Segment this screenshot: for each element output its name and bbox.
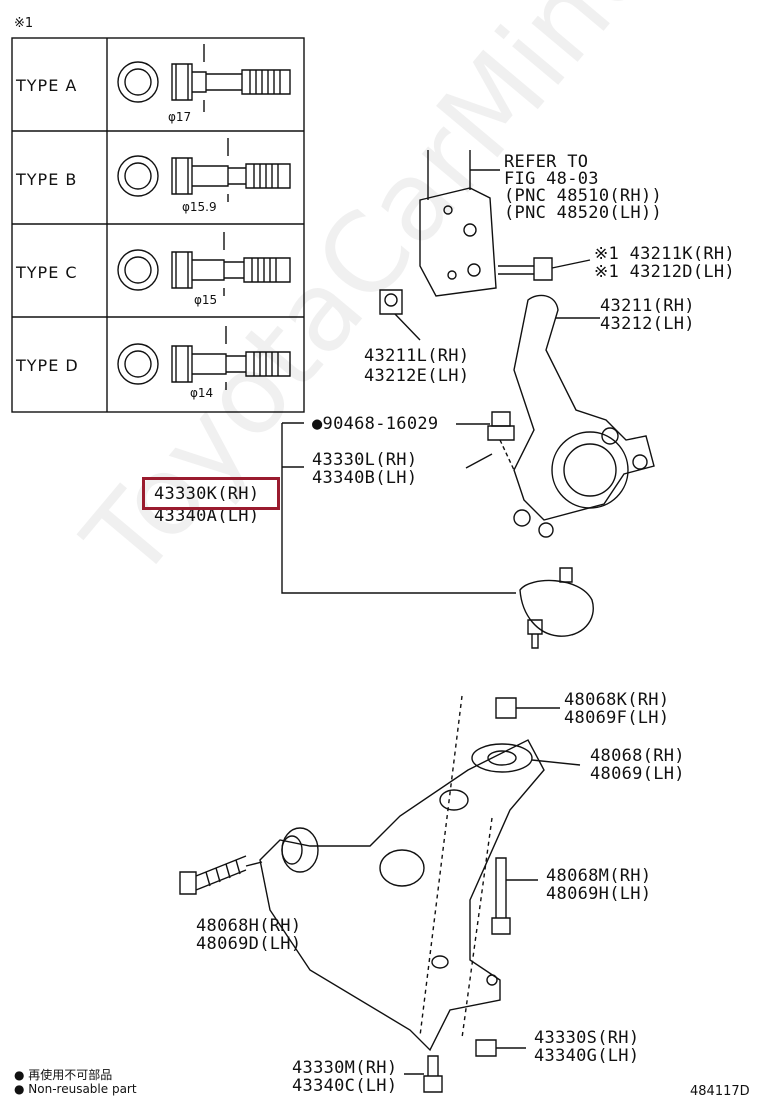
type-b-label: TYPE B bbox=[16, 170, 78, 189]
part-48068h[interactable]: 48068H(RH) bbox=[196, 916, 302, 936]
part-43211k[interactable]: ※1 43211K(RH) bbox=[594, 244, 735, 264]
refer-line-4: (PNC 48520(LH)) bbox=[504, 203, 663, 223]
part-48069[interactable]: 48069(LH) bbox=[590, 764, 685, 784]
part-48069d[interactable]: 48069D(LH) bbox=[196, 934, 302, 954]
type-c-diameter: φ15 bbox=[194, 293, 218, 307]
part-90468[interactable]: ●90468-16029 bbox=[312, 414, 439, 434]
legend-jp: ● 再使用不可部品 bbox=[14, 1068, 113, 1082]
part-43340b[interactable]: 43340B(LH) bbox=[312, 468, 418, 488]
part-43212[interactable]: 43212(LH) bbox=[600, 314, 695, 334]
part-43340c[interactable]: 43340C(LH) bbox=[292, 1076, 398, 1096]
part-43212e[interactable]: 43212E(LH) bbox=[364, 366, 470, 386]
type-b-diameter: φ15.9 bbox=[182, 200, 217, 214]
part-43211l[interactable]: 43211L(RH) bbox=[364, 346, 470, 366]
part-43211[interactable]: 43211(RH) bbox=[600, 296, 695, 316]
part-43340a[interactable]: 43340A(LH) bbox=[154, 506, 260, 526]
part-48068m[interactable]: 48068M(RH) bbox=[546, 866, 652, 886]
part-48068k[interactable]: 48068K(RH) bbox=[564, 690, 670, 710]
part-43330k[interactable]: 43330K(RH) bbox=[154, 484, 260, 504]
type-d-diameter: φ14 bbox=[190, 386, 214, 400]
part-43330m[interactable]: 43330M(RH) bbox=[292, 1058, 398, 1078]
type-d-label: TYPE D bbox=[16, 356, 79, 375]
legend-en: ● Non-reusable part bbox=[14, 1082, 137, 1096]
part-43212d[interactable]: ※1 43212D(LH) bbox=[594, 262, 735, 282]
type-c-label: TYPE C bbox=[16, 263, 78, 282]
type-a-label: TYPE A bbox=[16, 76, 78, 95]
refer-line-3: (PNC 48510(RH)) bbox=[504, 186, 663, 206]
part-48069h[interactable]: 48069H(LH) bbox=[546, 884, 652, 904]
note-mark: ※1 bbox=[14, 16, 34, 31]
part-43330l[interactable]: 43330L(RH) bbox=[312, 450, 418, 470]
part-48069f[interactable]: 48069F(LH) bbox=[564, 708, 670, 728]
highlight-box bbox=[142, 477, 280, 510]
refer-line-2: FIG 48-03 bbox=[504, 169, 599, 189]
part-43330s[interactable]: 43330S(RH) bbox=[534, 1028, 640, 1048]
figure-id: 484117D bbox=[690, 1084, 750, 1099]
part-48068[interactable]: 48068(RH) bbox=[590, 746, 685, 766]
part-43340g[interactable]: 43340G(LH) bbox=[534, 1046, 640, 1066]
type-a-diameter: φ17 bbox=[168, 110, 192, 124]
refer-line-1: REFER TO bbox=[504, 152, 589, 172]
